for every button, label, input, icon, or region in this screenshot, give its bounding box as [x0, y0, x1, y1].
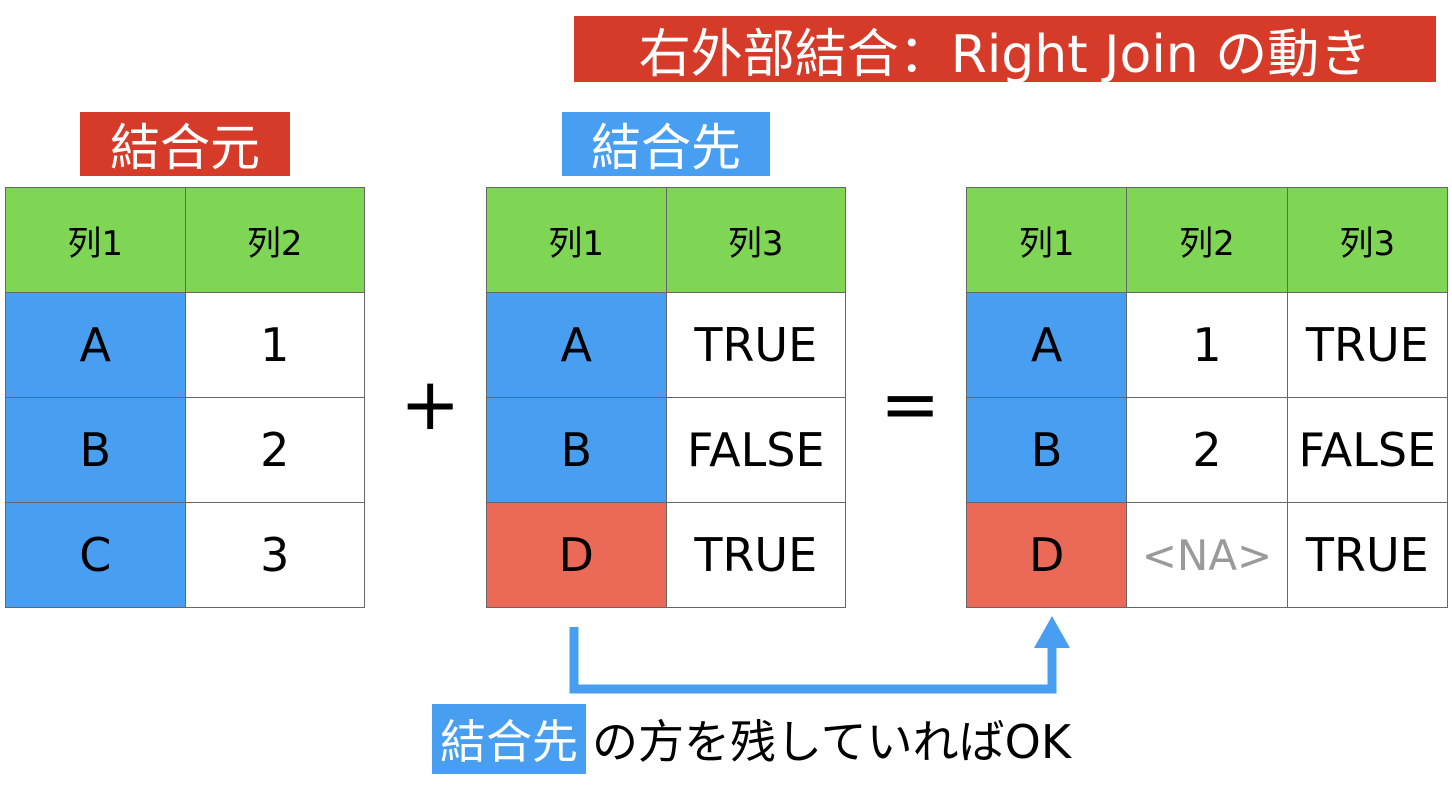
arrow-line [569, 627, 1057, 694]
key-cell: B [965, 397, 1128, 503]
table-header-row: 列1 列2 [5, 187, 365, 293]
key-cell: A [486, 292, 667, 398]
source-table-label: 結合元 [80, 112, 290, 177]
value-cell: TRUE [665, 502, 846, 608]
table-row: B 2 FALSE [965, 397, 1449, 503]
table-row: D TRUE [486, 502, 846, 608]
explanation-note: 結合先 の方を残していればOK [432, 704, 1071, 774]
value-cell: FALSE [665, 397, 846, 503]
table-row: B 2 [5, 397, 365, 503]
result-table: 列1 列2 列3 A 1 TRUE B 2 FALSE D <NA> TRUE [965, 187, 1449, 608]
target-table-label: 結合先 [562, 112, 770, 177]
value-cell: 3 [184, 502, 365, 608]
value-cell: 1 [1126, 292, 1288, 398]
header-cell: 列2 [1126, 187, 1288, 293]
source-table: 列1 列2 A 1 B 2 C 3 [5, 187, 365, 608]
table-row: C 3 [5, 502, 365, 608]
unmatched-key-cell: D [486, 502, 667, 608]
table-header-row: 列1 列3 [486, 187, 846, 293]
value-cell: 1 [184, 292, 365, 398]
header-cell: 列3 [665, 187, 846, 293]
table-row: B FALSE [486, 397, 846, 503]
header-cell: 列2 [184, 187, 365, 293]
header-cell: 列1 [5, 187, 186, 293]
key-cell: A [965, 292, 1128, 398]
table-row: A 1 TRUE [965, 292, 1449, 398]
target-table: 列1 列3 A TRUE B FALSE D TRUE [486, 187, 846, 608]
value-cell: FALSE [1286, 397, 1449, 503]
table-row: A 1 [5, 292, 365, 398]
equals-operator: = [880, 362, 941, 446]
value-cell: TRUE [1286, 502, 1449, 608]
key-cell: A [5, 292, 186, 398]
header-cell: 列3 [1286, 187, 1449, 293]
table-header-row: 列1 列2 列3 [965, 187, 1449, 293]
arrow-head-icon [1034, 616, 1070, 648]
diagram-title: 右外部結合：Right Join の動き [574, 16, 1436, 85]
header-cell: 列1 [965, 187, 1128, 293]
table-row: D <NA> TRUE [965, 502, 1449, 608]
note-text: の方を残していればOK [592, 715, 1071, 769]
header-cell: 列1 [486, 187, 667, 293]
key-cell: C [5, 502, 186, 608]
value-cell: 2 [1126, 397, 1288, 503]
value-cell: TRUE [1286, 292, 1449, 398]
table-row: A TRUE [486, 292, 846, 398]
note-highlight: 結合先 [432, 704, 586, 774]
plus-operator: + [400, 362, 461, 446]
unmatched-key-cell: D [965, 502, 1128, 608]
key-cell: B [5, 397, 186, 503]
value-cell: 2 [184, 397, 365, 503]
